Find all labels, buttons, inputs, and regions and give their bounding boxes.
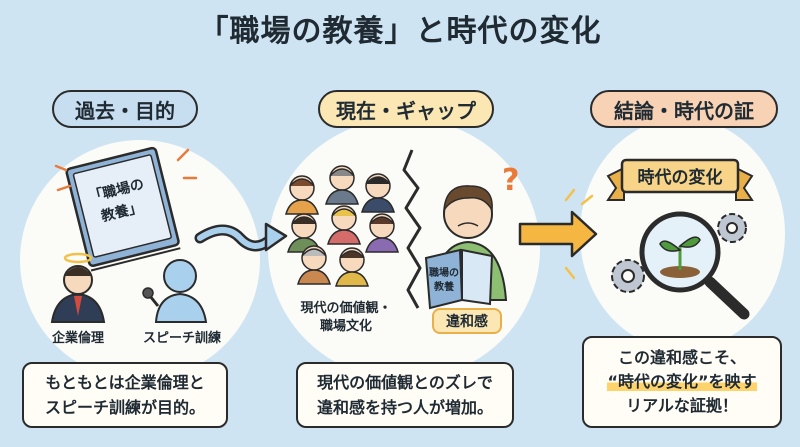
note-line: 違和感を持つ人が増加。 xyxy=(316,398,493,417)
sparkle-icon xyxy=(54,148,198,192)
businessman-avatar xyxy=(50,252,106,323)
note-present: 現代の価値観とのズレで 違和感を持つ人が増加。 xyxy=(296,362,514,428)
note-line: リアルな証拠！ xyxy=(626,396,738,415)
values-label: 現代の価値観・ 職場文化 xyxy=(286,300,406,336)
page-title: 「職場の教養」と時代の変化 xyxy=(198,14,602,49)
discomfort-label: 違和感 xyxy=(446,314,488,330)
gear-icon xyxy=(611,259,645,293)
confused-reader-avatar: ? 職場の 教養 xyxy=(424,163,519,310)
values-label-line: 現代の価値観・ xyxy=(300,301,392,316)
note-line: この違和感こそ、 xyxy=(617,348,746,367)
note-line: “時代の変化”を映す xyxy=(584,370,780,394)
ribbon-banner: 時代の変化 xyxy=(606,158,754,201)
note-line: 現代の価値観とのズレで xyxy=(317,373,493,392)
note-conclusion: この違和感こそ、 “時代の変化”を映す リアルな証拠！ xyxy=(582,336,782,428)
book-title-line: 職場の xyxy=(429,266,459,279)
note-line: もともとは企業倫理と xyxy=(45,373,205,392)
ribbon-label: 時代の変化 xyxy=(638,167,723,188)
ethics-label: 企業倫理 xyxy=(51,331,104,346)
open-book-icon: 職場の 教養 xyxy=(424,248,494,310)
question-mark-icon: ? xyxy=(502,163,519,198)
book-illustration: 「職場の 教養」 xyxy=(54,146,198,272)
note-line: スピーチ訓練が目的。 xyxy=(44,398,205,417)
section-pill-present: 現在・ギャップ xyxy=(318,90,494,128)
section-pill-conclusion: 結論・時代の証 xyxy=(590,90,778,128)
zigzag-divider xyxy=(402,149,422,309)
speech-label: スピーチ訓練 xyxy=(142,331,221,346)
magnifying-glass-icon xyxy=(639,211,750,320)
section-pill-label: 過去・目的 xyxy=(75,98,175,123)
note-past: もともとは企業倫理と スピーチ訓練が目的。 xyxy=(22,362,228,428)
speaker-avatar xyxy=(142,259,208,323)
highlighted-phrase: “時代の変化”を映す xyxy=(607,372,757,391)
section-pill-label: 現在・ギャップ xyxy=(336,98,476,123)
book-title-line: 教養 xyxy=(433,280,454,293)
microphone-icon xyxy=(142,287,160,307)
right-arrow-icon xyxy=(518,188,598,280)
sprout-icon xyxy=(659,236,701,278)
section-pill-label: 結論・時代の証 xyxy=(614,98,754,123)
gear-icon xyxy=(717,213,747,243)
values-label-line: 職場文化 xyxy=(319,319,372,334)
discomfort-badge: 違和感 xyxy=(432,308,502,334)
section-pill-past: 過去・目的 xyxy=(52,90,198,128)
halo-icon xyxy=(63,252,93,264)
diverse-people-group xyxy=(285,165,399,287)
